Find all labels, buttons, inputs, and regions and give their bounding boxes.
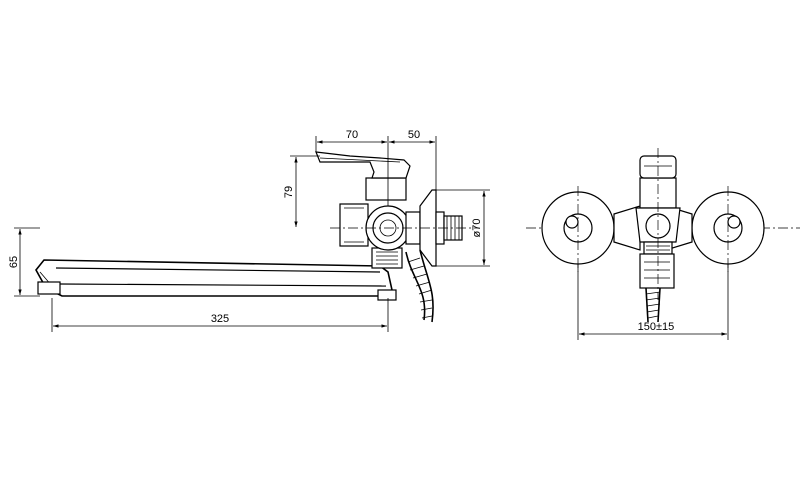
- lever-handle: [315, 151, 411, 179]
- dim-handle-height: 79: [283, 155, 320, 227]
- front-mixer-body: [635, 148, 681, 300]
- spout-collar: [371, 247, 403, 301]
- dim-spout-length: 325: [51, 298, 389, 332]
- dim-height-left: 65: [8, 227, 40, 297]
- front-view: 150±15: [526, 148, 800, 340]
- dim-label-79: 79: [283, 186, 295, 198]
- left-wall-flange: [541, 186, 615, 272]
- right-wall-flange: [691, 186, 765, 272]
- front-hose: [645, 287, 661, 323]
- dim-label-d70: ø70: [471, 219, 483, 238]
- dim-label-65: 65: [8, 256, 20, 268]
- shower-hose: [405, 249, 434, 323]
- dim-center-distance: 150±15: [577, 264, 729, 340]
- dim-label-70: 70: [346, 129, 358, 141]
- dim-top-widths: 70 50: [315, 129, 437, 206]
- dim-flange-diameter: ø70: [436, 189, 490, 267]
- dim-label-325: 325: [211, 313, 229, 325]
- spout: [35, 259, 393, 297]
- side-view: 65 325 79 70 50: [8, 129, 490, 332]
- mixer-body: [339, 177, 421, 251]
- dim-label-50: 50: [408, 129, 420, 141]
- dim-label-150: 150±15: [638, 321, 675, 333]
